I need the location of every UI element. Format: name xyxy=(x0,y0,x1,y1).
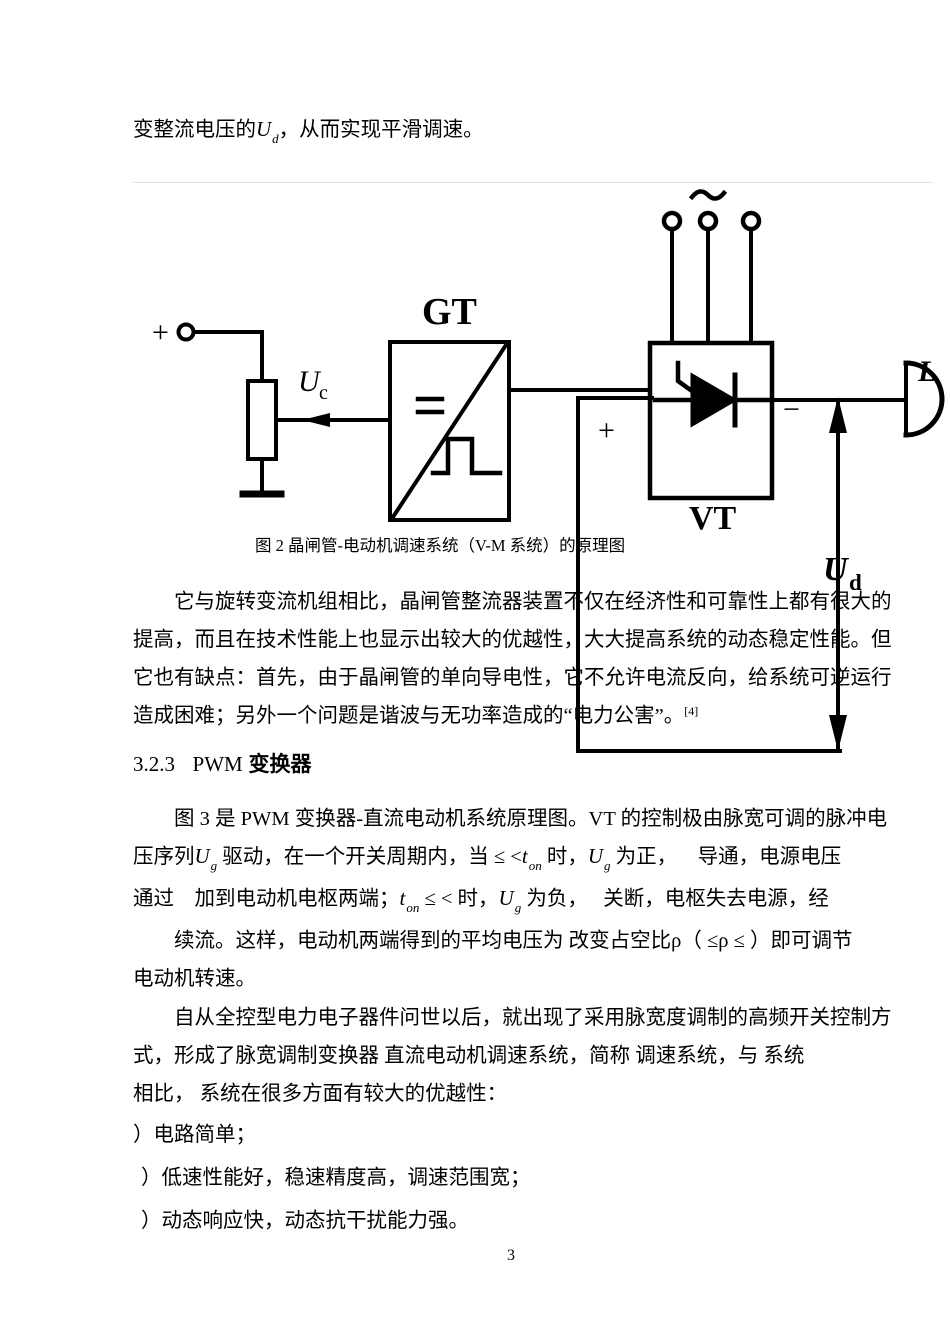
top-paragraph-line: 变整流电压的Ud，从而实现平滑调速。 xyxy=(133,112,484,147)
p2l2-variable-ug2: U xyxy=(587,844,603,868)
paragraph-1-line-4-text: 造成困难；另外一个问题是谐波与无功率造成的“电力公害”。 xyxy=(133,705,685,727)
paragraph-2-line-5: 电动机转速。 xyxy=(133,968,256,990)
paragraph-1-line-4: 造成困难；另外一个问题是谐波与无功率造成的“电力公害”。[4] xyxy=(133,698,698,728)
p2l3-variable-ton-subscript: on xyxy=(406,900,420,915)
paragraph-1-reference-marker: [4] xyxy=(684,704,699,718)
p2l2-part-a: 压序列 xyxy=(133,846,195,868)
paragraph-2-line-1: 图 3 是 PWM 变换器-直流电动机系统原理图。VT 的控制极由脉宽可调的脉冲… xyxy=(174,808,888,830)
paragraph-2-line-2: 压序列Ug 驱动，在一个开关周期内，当 ≤ <ton 时，Ug 为正， 导通，电… xyxy=(133,839,841,874)
p2l2-part-c: 时， xyxy=(546,846,588,868)
list-item: ）电路简单； xyxy=(133,1124,256,1146)
p2l2-variable-ug: U xyxy=(194,844,210,868)
p2l2-variable-ton: t xyxy=(521,844,528,868)
p2l3-part-a: 通过 xyxy=(133,888,174,910)
p2l2-variable-ug2-subscript: g xyxy=(604,858,611,873)
list-item: ）低速性能好，稳速精度高，调速范围宽； xyxy=(141,1167,531,1189)
page-number: 3 xyxy=(507,1247,515,1264)
p2l2-part-e: 导通，电源电压 xyxy=(697,846,842,868)
paragraph-1-line-1: 它与旋转变流机组相比，晶闸管整流器装置不仅在经济性和可靠性上都有很大的 xyxy=(174,591,892,613)
paragraph-2-line-3: 通过 加到电动机电枢两端；ton ≤ < 时，Ug 为负， 关断，电枢失去电源，… xyxy=(133,881,829,916)
paragraph-1-line-3: 它也有缺点：首先，由于晶闸管的单向导电性，它不允许电流反向，给系统可逆运行 xyxy=(133,667,892,689)
paragraph-3-line-1: 自从全控型电力电子器件问世以后，就出现了采用脉宽度调制的高频开关控制方 xyxy=(174,1007,892,1029)
horizontal-rule xyxy=(133,182,933,183)
page-content: 图 2 晶闸管-电动机调速系统（V-M 系统）的原理图 它与旋转变流机组相比，晶… xyxy=(133,0,892,1344)
p2l3-part-e: 关断，电枢失去电源，经 xyxy=(603,888,829,910)
top-line-variable: U xyxy=(256,117,272,141)
p2l3-variable-ug: U xyxy=(498,886,514,910)
paragraph-2-line-4: 续流。这样，电动机两端得到的平均电压为 改变占空比ρ（ ≤ρ ≤ ）即可调节 xyxy=(174,930,853,952)
list-item: ）动态响应快，动态抗干扰能力强。 xyxy=(141,1210,469,1232)
p2l3-part-c: ≤ < 时， xyxy=(424,888,499,910)
paragraph-3-line-3: 相比， 系统在很多方面有较大的优越性： xyxy=(133,1083,508,1105)
top-line-prefix: 变整流电压的 xyxy=(133,119,256,141)
top-line-variable-subscript: d xyxy=(272,131,279,146)
section-heading-latin: PWM xyxy=(192,752,243,776)
p2l3-part-b: 加到电动机电枢两端； xyxy=(194,888,400,910)
section-heading-text: 变换器 xyxy=(248,753,312,776)
p2l3-variable-ton: t xyxy=(399,886,406,910)
section-heading-number: 3.2.3 xyxy=(133,752,175,776)
paragraph-1-line-2: 提高，而且在技术性能上也显示出较大的优越性，大大提高系统的动态稳定性能。但 xyxy=(133,629,892,651)
p2l2-variable-ug-subscript: g xyxy=(210,858,218,873)
p2l3-part-d: 为负， xyxy=(526,888,588,910)
p2l3-variable-ug-subscript: g xyxy=(514,900,522,915)
p2l2-part-b: 驱动，在一个开关周期内，当 ≤ < xyxy=(222,846,522,868)
paragraph-3-line-2: 式，形成了脉宽调制变换器 直流电动机调速系统，简称 调速系统，与 系统 xyxy=(133,1045,805,1067)
p2l2-variable-ton-subscript: on xyxy=(528,858,542,873)
figure-caption: 图 2 晶闸管-电动机调速系统（V-M 系统）的原理图 xyxy=(255,536,626,555)
figure-label-inductor: L xyxy=(917,355,936,388)
section-heading-3-2-3: 3.2.3 PWM 变换器 xyxy=(133,748,312,778)
top-line-suffix: ，从而实现平滑调速。 xyxy=(278,119,484,141)
p2l2-part-d: 为正， xyxy=(615,846,678,868)
